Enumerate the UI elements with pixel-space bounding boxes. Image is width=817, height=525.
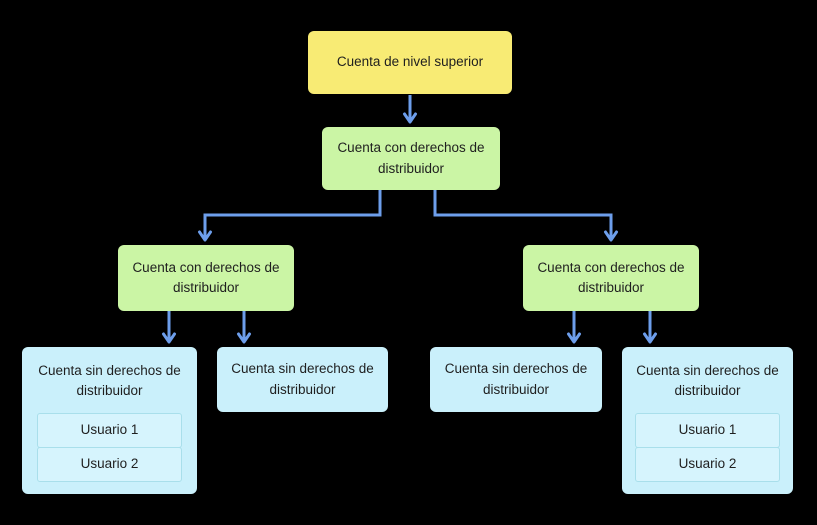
- user-list: Usuario 1 Usuario 2: [37, 413, 182, 482]
- node-non-distributor-account-4: Cuenta sin derechos de distribuidor Usua…: [622, 347, 793, 494]
- node-label: Cuenta con derechos de distribuidor: [132, 259, 280, 295]
- edge-l2-to-l3b: [433, 190, 618, 242]
- node-top-level-account: Cuenta de nivel superior: [308, 31, 512, 94]
- edge-l2-to-l3a: [198, 190, 382, 242]
- node-label: Cuenta sin derechos de distribuidor: [231, 361, 374, 397]
- user-list: Usuario 1 Usuario 2: [635, 413, 780, 482]
- node-label: Cuenta con derechos de distribuidor: [537, 259, 685, 295]
- user-item: Usuario 2: [635, 447, 780, 482]
- node-label: Cuenta sin derechos de distribuidor: [636, 362, 779, 398]
- node-distributor-account-l2: Cuenta con derechos de distribuidor: [322, 127, 500, 190]
- node-non-distributor-account-2: Cuenta sin derechos de distribuidor: [217, 347, 388, 412]
- node-distributor-account-right: Cuenta con derechos de distribuidor: [523, 245, 699, 311]
- user-item: Usuario 1: [635, 413, 780, 448]
- node-distributor-account-left: Cuenta con derechos de distribuidor: [118, 245, 294, 311]
- user-item: Usuario 2: [37, 447, 182, 482]
- node-label: Cuenta sin derechos de distribuidor: [444, 361, 588, 397]
- node-label: Cuenta de nivel superior: [336, 54, 484, 70]
- node-label: Cuenta con derechos de distribuidor: [337, 140, 485, 176]
- node-non-distributor-account-3: Cuenta sin derechos de distribuidor: [430, 347, 602, 412]
- user-item: Usuario 1: [37, 413, 182, 448]
- node-non-distributor-account-1: Cuenta sin derechos de distribuidor Usua…: [22, 347, 197, 494]
- node-label: Cuenta sin derechos de distribuidor: [38, 362, 181, 398]
